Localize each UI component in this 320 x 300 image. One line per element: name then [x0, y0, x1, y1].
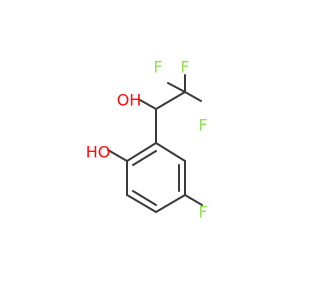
atom-label-f-ring: F — [198, 203, 207, 222]
atom-label-f-right: F — [198, 116, 207, 135]
bonds — [107, 74, 203, 213]
bond-c6-o — [107, 149, 128, 162]
molecule-canvas: OH HO F F F F — [86, 58, 208, 222]
bond-cf3-f-right — [184, 91, 202, 102]
bond-ring-inner-c6-c1 — [132, 150, 157, 166]
atom-label-oh-alcohol: OH — [117, 91, 142, 110]
bond-choh-o — [139, 99, 157, 110]
bond-cf3-f-left — [167, 82, 186, 93]
bond-ring-c6-c1 — [126, 142, 157, 162]
bond-c3-f — [184, 194, 203, 206]
atom-labels: OH HO F F F F — [86, 58, 208, 222]
bond-ring-inner-c4-c5 — [132, 190, 157, 206]
bond-ring-c3-c4 — [155, 194, 186, 213]
atom-label-f-left: F — [153, 58, 162, 77]
bond-choh-cf3 — [155, 91, 186, 110]
atom-label-f-top: F — [180, 58, 189, 77]
bond-ring-c4-c5 — [126, 194, 157, 213]
bond-ring-c1-c2 — [155, 142, 186, 162]
atom-label-ho-phenol: HO — [86, 143, 111, 162]
